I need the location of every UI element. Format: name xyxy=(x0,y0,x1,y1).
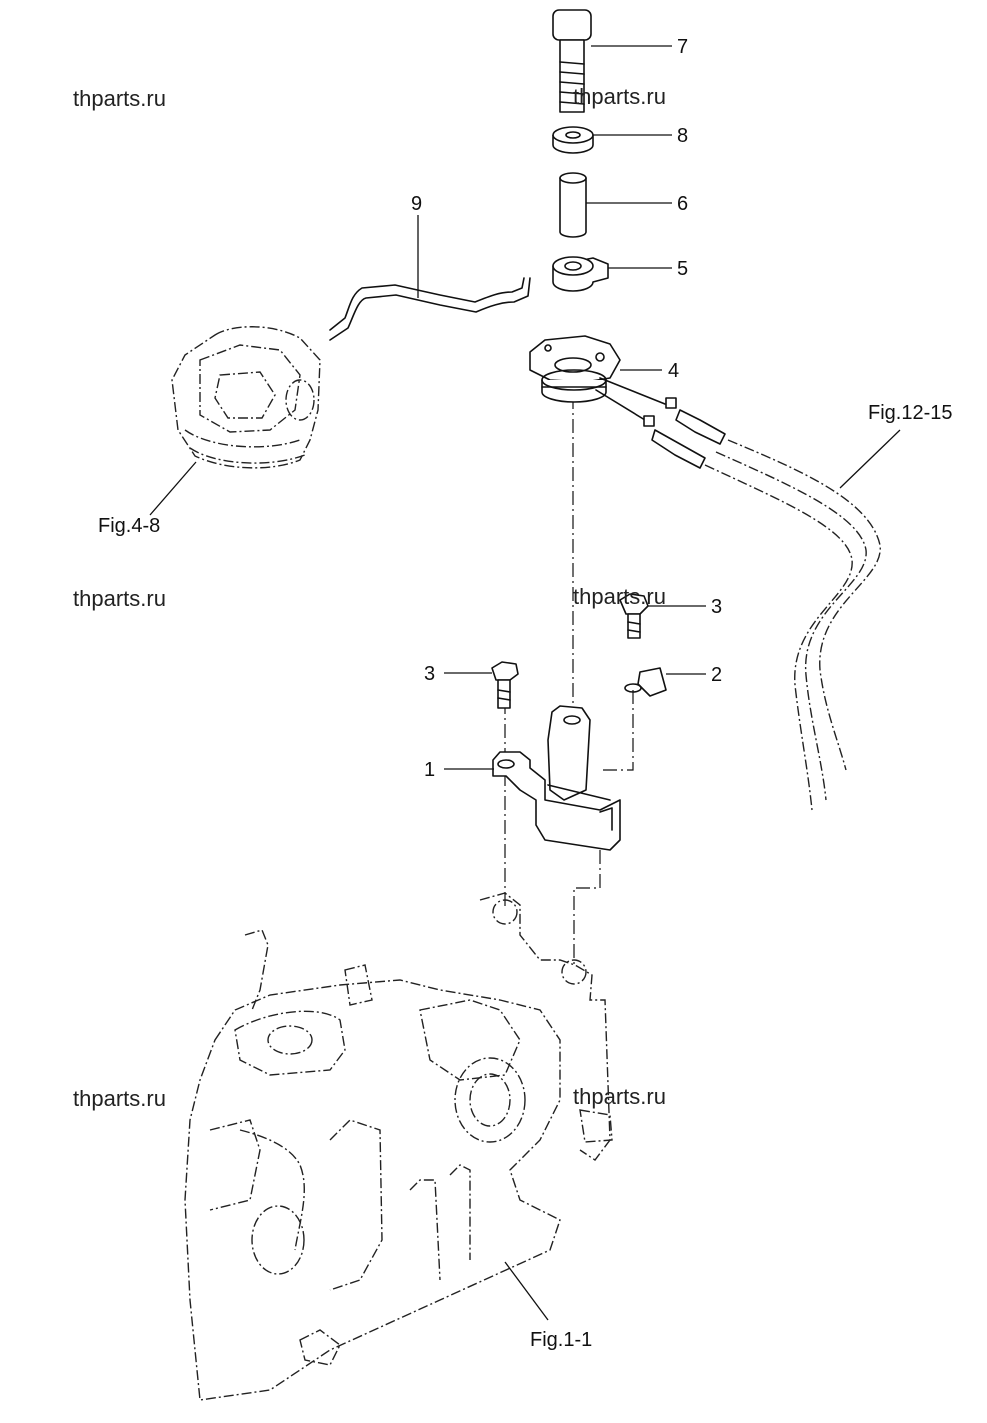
callout-8: 8 xyxy=(677,125,688,147)
part-3-bolt-upper xyxy=(619,593,706,639)
callout-1: 1 xyxy=(424,759,435,781)
figref-4-8: Fig.4-8 xyxy=(98,515,160,537)
part-2-clip xyxy=(624,667,706,697)
callout-5: 5 xyxy=(677,258,688,280)
figref-1-1: Fig.1-1 xyxy=(530,1329,592,1351)
part-5-bushing xyxy=(552,256,609,292)
part-7-bolt xyxy=(552,9,592,113)
part-8-washer xyxy=(552,126,594,154)
callout-9: 9 xyxy=(411,193,422,215)
part-3-bolt-left xyxy=(444,661,519,709)
part-1-bracket xyxy=(444,705,621,851)
callout-3-left: 3 xyxy=(424,663,435,685)
watermark: thparts.ru xyxy=(73,1086,166,1111)
callout-3-upper: 3 xyxy=(711,596,722,618)
callout-2: 2 xyxy=(711,664,722,686)
carburetor-ghost xyxy=(149,326,321,516)
callout-7: 7 xyxy=(677,36,688,58)
part-6-collar xyxy=(559,172,587,238)
watermark: thparts.ru xyxy=(573,84,666,109)
watermark: thparts.ru xyxy=(73,86,166,111)
watermark: thparts.ru xyxy=(73,586,166,611)
intake-manifold-ghost xyxy=(184,892,613,1401)
figref-12-15: Fig.12-15 xyxy=(868,402,953,424)
clip-centerline xyxy=(600,690,634,771)
watermark: thparts.ru xyxy=(573,584,666,609)
callout-6: 6 xyxy=(677,193,688,215)
bracket-centerline xyxy=(573,850,601,968)
throttle-cables xyxy=(595,377,901,811)
callout-4: 4 xyxy=(668,360,679,382)
part-9-link-rod xyxy=(329,215,531,341)
part-4-pulley xyxy=(529,335,621,403)
watermark: thparts.ru xyxy=(573,1084,666,1109)
